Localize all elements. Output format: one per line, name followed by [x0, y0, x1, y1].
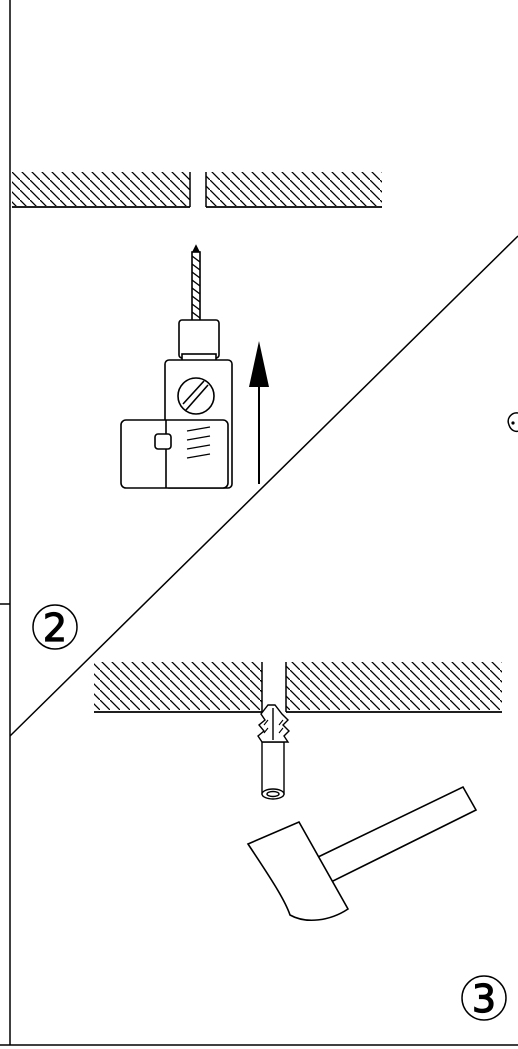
wall-plug-icon [257, 704, 290, 800]
step-3-number: 3 [472, 977, 496, 1021]
step-3-marker: 3 [461, 975, 507, 1022]
drill-icon [120, 244, 233, 489]
screw-head-icon [507, 412, 518, 433]
step-2-marker: 2 [32, 604, 78, 651]
up-arrow-icon [249, 341, 269, 484]
hammer-icon [246, 785, 478, 921]
panel-divider [9, 235, 518, 737]
ceiling-top [12, 172, 382, 208]
step-2-number: 2 [43, 606, 67, 650]
ceiling-bottom [94, 662, 502, 713]
